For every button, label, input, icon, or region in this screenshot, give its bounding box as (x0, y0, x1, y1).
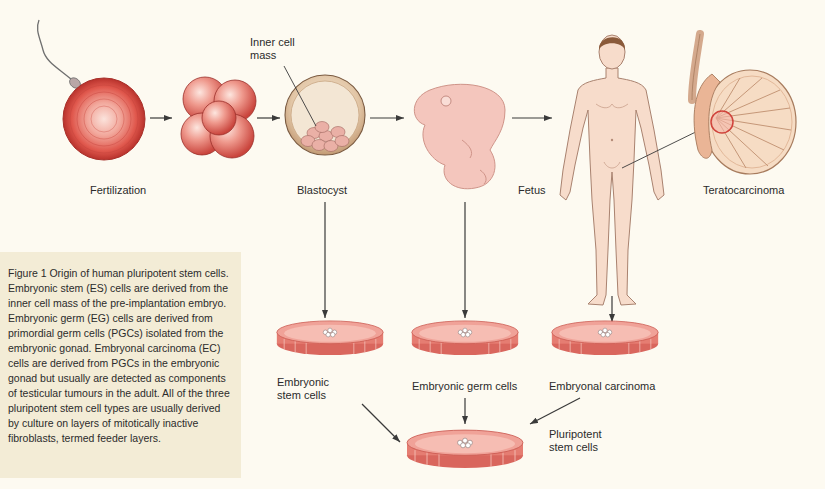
culture-dish-node: Pluripotent stem cells (400, 424, 616, 476)
figure-caption: Figure 1 Origin of human pluripotent ste… (8, 266, 234, 446)
stage-label: Teratocarcinoma (703, 184, 784, 197)
egg-cell-part (91, 106, 117, 132)
egg-cell (63, 78, 145, 160)
adult-figure (560, 35, 664, 305)
culture-dish-node: Embryonic stem cells (272, 318, 392, 404)
culture-dish (412, 321, 518, 355)
culture-dish (407, 430, 523, 468)
fertilization-stage: Fertilization (58, 70, 158, 202)
adult-figure-part (604, 162, 620, 168)
tumour-stage: Teratocarcinoma (682, 32, 806, 202)
fetus-drawing-part (414, 84, 505, 188)
stage-arrow (512, 117, 552, 118)
fetus-drawing (414, 84, 505, 188)
culture-dish-node: Embryonal carcinoma (544, 318, 668, 398)
blastocyst-drawing-part (291, 81, 359, 149)
blastocyst-stage: Blastocyst (280, 70, 370, 202)
callout-label: Inner cell mass (250, 36, 302, 62)
stage-arrow (611, 296, 612, 322)
flow-arrow (324, 202, 325, 318)
culture-dish (552, 321, 658, 355)
adult-figure-part (599, 35, 625, 69)
fetus-stage: Fetus (404, 78, 560, 202)
testis-drawing-part (712, 76, 792, 168)
adult-figure-part (560, 68, 664, 305)
stage-arrow (150, 117, 172, 118)
testis-drawing-part (711, 111, 733, 133)
adult-figure-part (599, 37, 625, 50)
stage-label: Embryonic germ cells (412, 380, 517, 393)
flow-arrow (362, 404, 400, 442)
blastocyst-drawing-part (315, 122, 329, 133)
flow-arrow (464, 202, 465, 318)
stage-label: Fetus (518, 184, 546, 197)
stage-label: Pluripotent stem cells (549, 428, 611, 454)
sperm-cell (38, 20, 83, 90)
blastocyst-drawing (285, 75, 365, 155)
stage-label: Blastocyst (297, 184, 347, 197)
adult-figure-part (611, 139, 613, 141)
egg-cell-part (84, 99, 124, 139)
egg-cell-part (63, 78, 145, 160)
flow-arrow (530, 398, 580, 424)
adult-figure-part (596, 104, 628, 108)
stage-label: Fertilization (90, 184, 146, 197)
flow-arrow (464, 398, 465, 424)
testis-drawing (692, 34, 796, 174)
sperm-cell-part (38, 20, 72, 80)
culture-dish (277, 321, 383, 355)
stage-arrow (257, 117, 280, 118)
egg-cell-part (70, 85, 138, 153)
stage-label: Embryonal carcinoma (549, 380, 655, 393)
fetus-drawing-part (441, 96, 451, 106)
leader-line (284, 66, 316, 126)
fetus-drawing-part (462, 140, 472, 158)
egg-cell-part (77, 92, 131, 146)
caption-panel: Figure 1 Origin of human pluripotent ste… (0, 252, 241, 478)
cleavage-embryo-part (202, 101, 236, 135)
culture-dish-node: Embryonic germ cells (408, 318, 524, 398)
blastocyst-drawing-part (285, 75, 365, 155)
flow-arrow (370, 117, 404, 118)
stage-label: Embryonic stem cells (277, 376, 339, 402)
blastocyst-drawing-part (335, 136, 349, 147)
cleavage-embryo (181, 77, 256, 158)
fetus-drawing-part (480, 170, 486, 184)
